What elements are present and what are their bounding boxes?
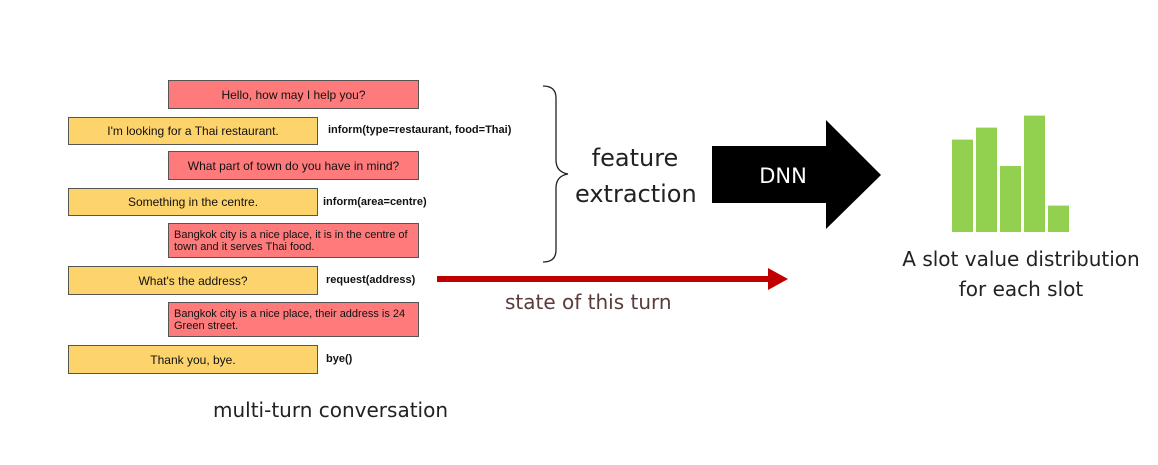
dialogue-act-1: inform(type=restaurant, food=Thai)	[328, 124, 512, 136]
dnn-arrow: DNN	[712, 120, 881, 229]
system-turn-text: Hello, how may I help you?	[221, 87, 366, 102]
user-turn-text: I'm looking for a Thai restaurant.	[107, 124, 279, 138]
state-arrow	[437, 268, 788, 290]
user-turn-4: Thank you, bye.	[68, 345, 318, 374]
extraction-line: extraction	[575, 180, 697, 208]
distribution-line-1: A slot value distribution	[902, 247, 1140, 271]
distribution-bar	[952, 139, 973, 232]
system-turn-4: Bangkok city is a nice place, their addr…	[168, 302, 419, 337]
user-turn-text: What's the address?	[138, 273, 248, 288]
system-turn-text: Bangkok city is a nice place, their addr…	[174, 307, 406, 332]
dnn-label: DNN	[759, 164, 807, 188]
conversation-label: multi-turn conversation	[213, 398, 449, 422]
system-turn-text: Bangkok city is a nice place, it is in t…	[174, 228, 408, 253]
feature-extraction-label: feature extraction	[575, 140, 697, 212]
curly-brace	[542, 85, 569, 263]
user-turn-1: I'm looking for a Thai restaurant.	[68, 117, 318, 145]
user-turn-3: What's the address?	[68, 266, 318, 295]
user-turn-2: Something in the centre.	[68, 188, 318, 216]
system-turn-text: What part of town do you have in mind?	[187, 158, 400, 173]
distribution-label: A slot value distribution for each slot	[890, 244, 1152, 304]
distribution-bar	[1048, 205, 1069, 232]
distribution-bar	[1000, 166, 1021, 232]
dialogue-act-4: bye()	[326, 353, 353, 365]
dialogue-act-3: request(address)	[326, 274, 416, 286]
system-turn-1: Hello, how may I help you?	[168, 80, 419, 109]
system-turn-3: Bangkok city is a nice place, it is in t…	[168, 223, 419, 258]
feature-line: feature	[591, 144, 679, 172]
dialogue-act-2: inform(area=centre)	[323, 196, 427, 208]
distribution-line-2: for each slot	[958, 277, 1084, 301]
slot-distribution-bars	[952, 115, 1069, 232]
distribution-bar	[1024, 115, 1045, 232]
user-turn-text: Thank you, bye.	[150, 352, 236, 367]
state-label: state of this turn	[505, 290, 672, 314]
system-turn-2: What part of town do you have in mind?	[168, 151, 419, 180]
distribution-bar	[976, 127, 997, 232]
user-turn-text: Something in the centre.	[127, 195, 259, 209]
